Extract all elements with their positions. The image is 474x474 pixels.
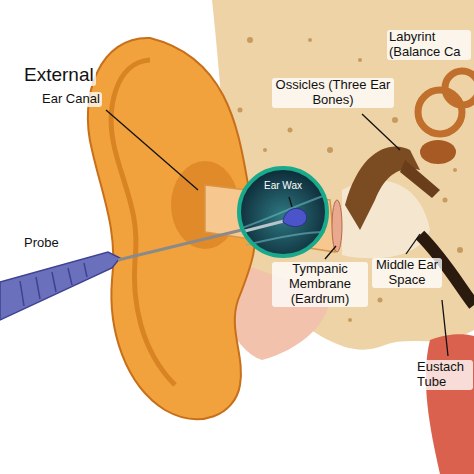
part-label: Eustach Tube [415, 360, 473, 390]
part-label: Tympanic Membrane (Eardrum) [272, 262, 368, 307]
part-label: Probe [22, 236, 61, 251]
labyrinth [418, 71, 474, 134]
bone-texture [238, 37, 464, 322]
magnified-probe-rod [241, 220, 288, 232]
part-label: Ossicles (Three Ear Bones) [272, 78, 394, 108]
eardrum [332, 200, 342, 252]
probe-ridges [20, 263, 87, 306]
part-label: Middle Ear Space [372, 258, 442, 288]
callout-label: Ear Wax [237, 180, 329, 191]
cochlea-tissue [426, 334, 474, 474]
leader-lines [106, 110, 448, 356]
magnifier-circle: Ear Wax [237, 166, 329, 258]
magnified-canal-wall [242, 195, 326, 228]
magnifier-outline [237, 166, 329, 258]
part-label: Ear Canal [40, 92, 102, 107]
helix-ridge [111, 60, 175, 385]
ear-wax-blob [283, 208, 307, 226]
vestibule [420, 140, 456, 164]
ossicles [345, 147, 420, 230]
part-label: External [22, 64, 96, 86]
stapes [400, 160, 440, 198]
part-label: Labyrint (Balance Ca [387, 30, 471, 60]
probe-handle [0, 252, 120, 320]
